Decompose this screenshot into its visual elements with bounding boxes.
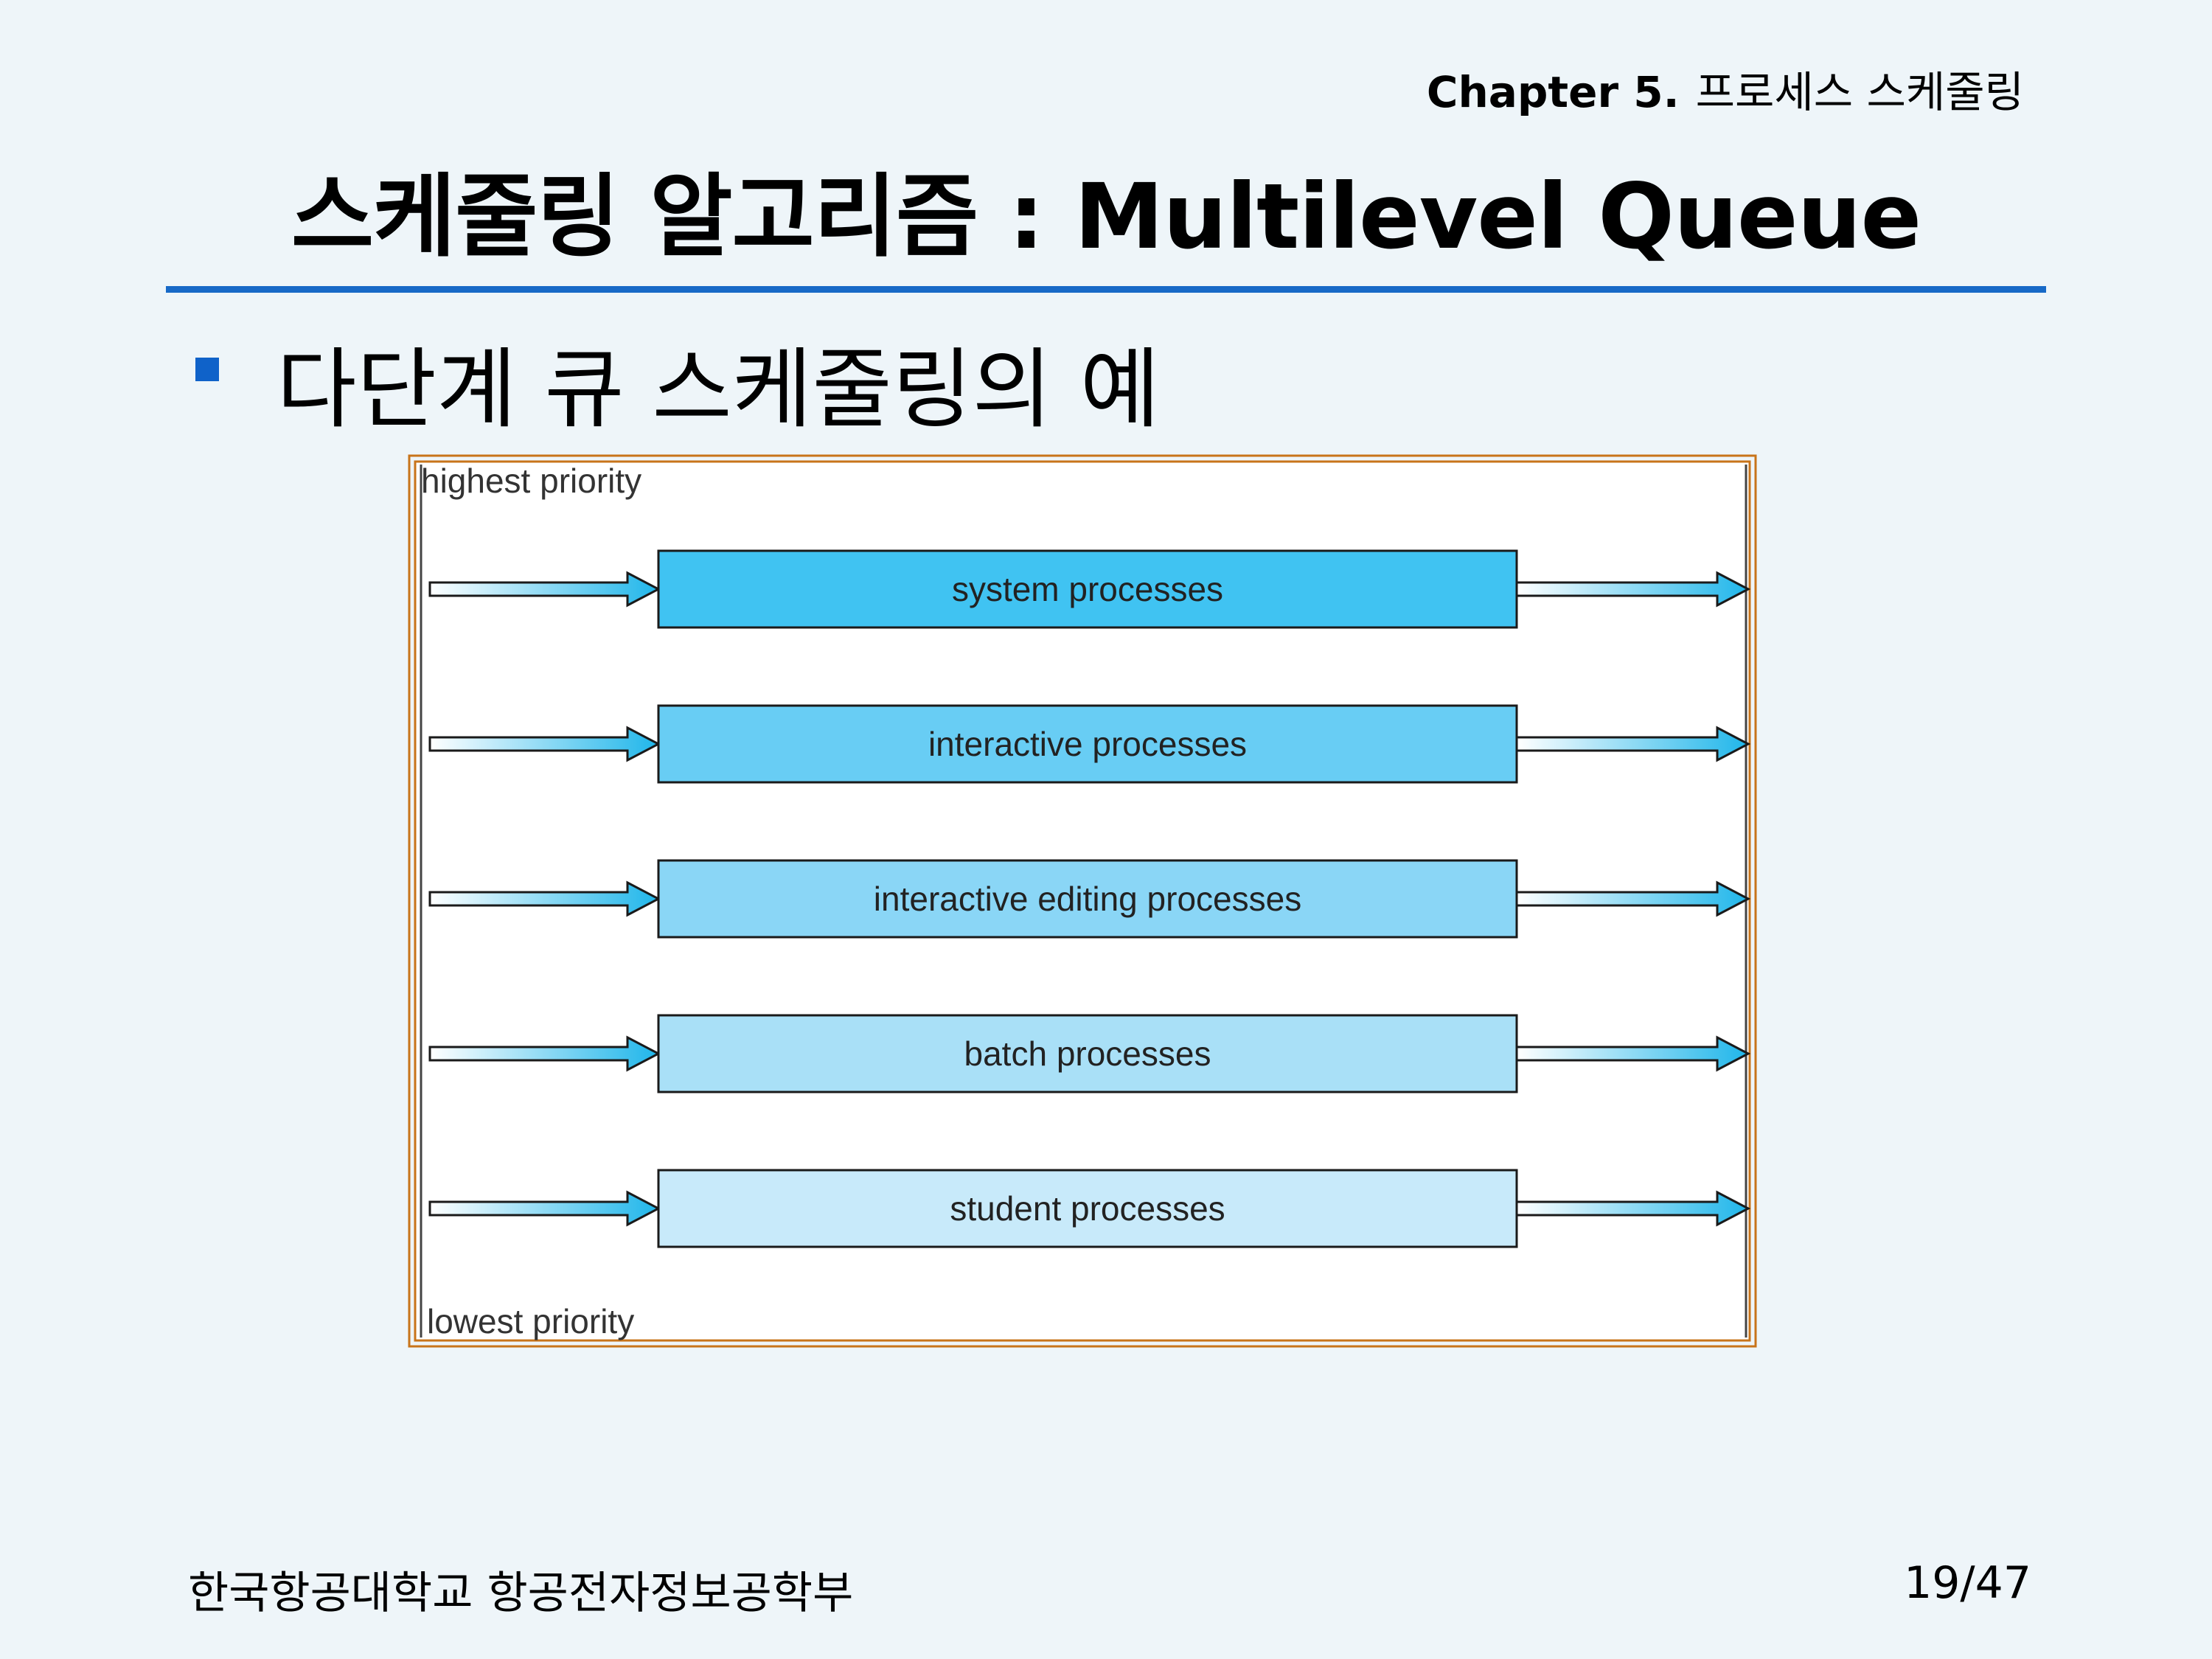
slide-title: 스케줄링 알고리즘 : Multilevel Queue [291, 164, 1921, 269]
queue-row: interactive processes [428, 704, 1751, 784]
queue-label: student processes [950, 1189, 1225, 1228]
bullet-square-icon [195, 358, 219, 381]
queue-box [657, 859, 1518, 939]
footer-institution: 한국항공대학교 항공전자정보공학부 [188, 1568, 854, 1619]
bullet-text: 다단계 큐 스케줄링의 예 [276, 338, 1161, 440]
outgoing-arrow-icon [1515, 571, 1751, 608]
queue-row: interactive editing processes [428, 859, 1751, 939]
queue-label: interactive processes [928, 725, 1247, 763]
queue-box [657, 1014, 1518, 1093]
queue-row: system processes [428, 549, 1751, 629]
outgoing-arrow-icon [1515, 726, 1751, 762]
queue-row: student processes [428, 1169, 1751, 1248]
queue-label: interactive editing processes [874, 880, 1301, 918]
frame-outer [408, 454, 1757, 1348]
queue-label: batch processes [964, 1034, 1211, 1073]
queue-label: system processes [952, 570, 1223, 608]
title-divider [166, 286, 2046, 293]
highest-priority-label: highest priority [421, 462, 641, 500]
incoming-arrow-icon [428, 1035, 661, 1072]
outgoing-arrow-icon [1515, 880, 1751, 917]
multilevel-queue-diagram: highest priority lowest priority system … [408, 454, 1757, 1348]
diagram-canvas: highest priority lowest priority system … [408, 454, 1757, 1348]
page-number: 19/47 [1904, 1557, 2031, 1609]
incoming-arrow-icon [428, 726, 661, 762]
incoming-arrow-icon [428, 571, 661, 608]
queue-box [657, 704, 1518, 784]
outgoing-arrow-icon [1515, 1035, 1751, 1072]
incoming-arrow-icon [428, 1190, 661, 1227]
incoming-arrow-icon [428, 880, 661, 917]
chapter-label: Chapter 5. [1426, 67, 1680, 117]
queue-box [657, 1169, 1518, 1248]
lowest-priority-label: lowest priority [427, 1302, 634, 1340]
outgoing-arrow-icon [1515, 1190, 1751, 1227]
chapter-header: Chapter 5. 프로세스 스케줄링 [1427, 58, 2024, 119]
chapter-title: 프로세스 스케줄링 [1695, 67, 2024, 117]
queue-row: batch processes [428, 1014, 1751, 1093]
